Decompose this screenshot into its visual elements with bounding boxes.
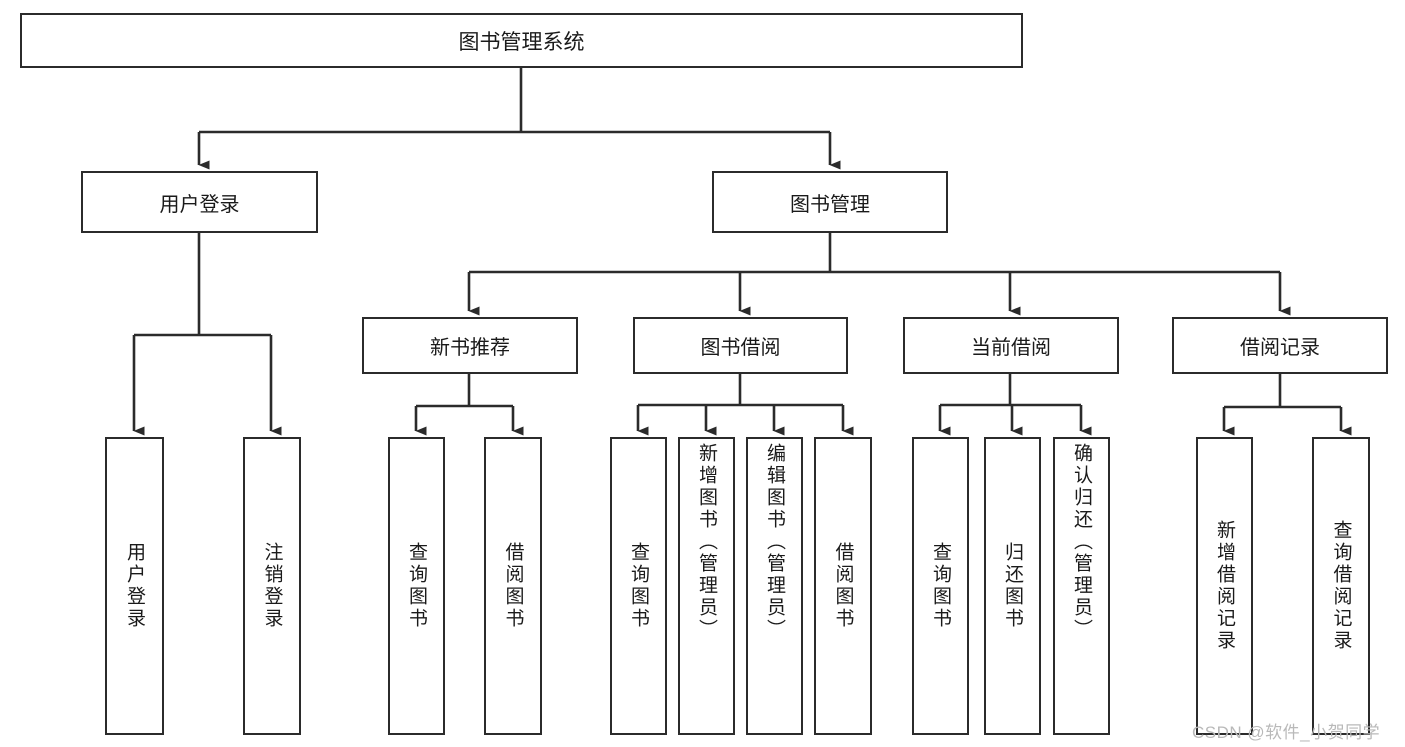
leaf-label: 新增图书（管理员） [696,443,717,641]
leaf-label: 查询图书 [930,542,951,630]
leaf-label: 编辑图书（管理员） [764,443,785,641]
leaf-label: 借阅图书 [502,542,524,630]
leaf-label: 查询图书 [628,542,649,630]
node-leaf-borrow-book-1[interactable]: 借阅图书 [484,437,542,735]
node-leaf-query-book-2[interactable]: 查询图书 [610,437,667,735]
node-user-login-label: 用户登录 [159,193,240,216]
node-leaf-add-borrow-record[interactable]: 新增借阅记录 [1196,437,1253,735]
node-borrow-record[interactable]: 借阅记录 [1172,317,1388,374]
node-leaf-borrow-book-2[interactable]: 借阅图书 [814,437,872,735]
leaf-label: 新增借阅记录 [1214,520,1235,652]
node-leaf-query-book-1[interactable]: 查询图书 [388,437,445,735]
node-leaf-add-book-admin[interactable]: 新增图书（管理员） [678,437,735,735]
node-leaf-logout[interactable]: 注销登录 [243,437,301,735]
node-book-management-label: 图书管理 [790,193,870,216]
node-book-management[interactable]: 图书管理 [712,171,948,233]
leaf-label: 归还图书 [1002,542,1023,630]
node-leaf-query-borrow-record[interactable]: 查询借阅记录 [1312,437,1370,735]
node-current-borrow[interactable]: 当前借阅 [903,317,1119,374]
node-borrow-record-label: 借阅记录 [1240,337,1320,359]
node-book-borrow-label: 图书借阅 [700,337,781,359]
watermark: CSDN @软件_小贺同学 [1192,723,1381,742]
node-leaf-user-login[interactable]: 用户登录 [105,437,164,735]
leaf-label: 查询借阅记录 [1330,520,1352,652]
node-leaf-query-book-3[interactable]: 查询图书 [912,437,969,735]
node-root[interactable]: 图书管理系统 [20,13,1023,68]
node-user-login[interactable]: 用户登录 [81,171,318,233]
leaf-label: 注销登录 [261,542,283,630]
leaf-label: 借阅图书 [832,542,854,630]
node-root-label: 图书管理系统 [458,30,585,54]
leaf-label: 确认归还（管理员） [1071,443,1092,641]
node-current-borrow-label: 当前借阅 [971,337,1051,359]
node-leaf-edit-book-admin[interactable]: 编辑图书（管理员） [746,437,803,735]
node-new-book-recommend[interactable]: 新书推荐 [362,317,578,374]
node-leaf-return-book[interactable]: 归还图书 [984,437,1041,735]
leaf-label: 查询图书 [406,542,427,630]
node-new-book-recommend-label: 新书推荐 [430,337,510,359]
leaf-label: 用户登录 [124,542,145,630]
node-leaf-confirm-return-admin[interactable]: 确认归还（管理员） [1053,437,1110,735]
node-book-borrow[interactable]: 图书借阅 [633,317,848,374]
